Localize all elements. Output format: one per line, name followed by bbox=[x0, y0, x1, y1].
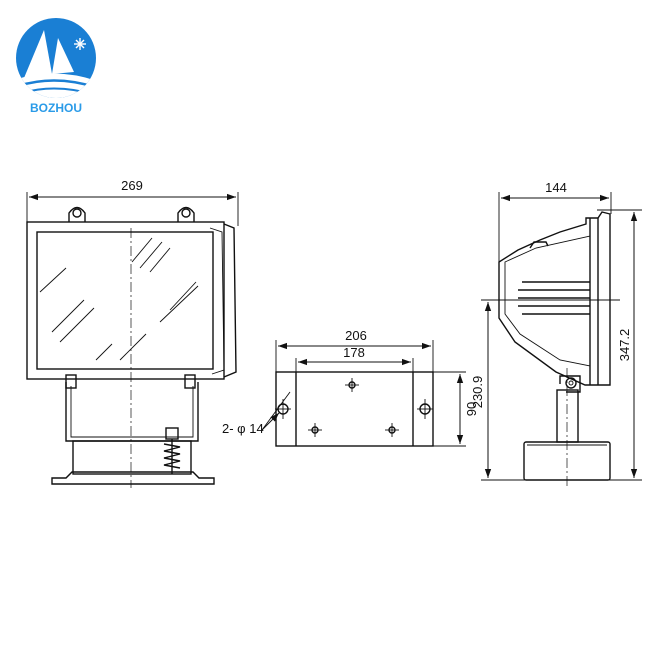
bracket-view: 206 178 90 2- φ 14 bbox=[222, 328, 479, 447]
housing-inner-edge bbox=[209, 227, 225, 375]
pivot-bolt-center bbox=[568, 380, 574, 386]
housing-side-edge bbox=[223, 223, 237, 378]
bracket-height-label: 90 bbox=[464, 402, 479, 416]
hole-callout-label: 2- φ 14 bbox=[222, 421, 264, 436]
base-block bbox=[72, 440, 192, 475]
depth-dimension-label: 144 bbox=[545, 180, 567, 195]
brand-name: BOZHOU bbox=[30, 101, 82, 115]
top-clip bbox=[529, 241, 549, 249]
hole-callout-arrow bbox=[261, 412, 280, 431]
pivot-bolt bbox=[565, 377, 577, 389]
bolt-holes bbox=[308, 378, 399, 437]
pivot-knob-right bbox=[184, 374, 196, 389]
tension-spring bbox=[163, 427, 181, 474]
glass-reflection-hatch bbox=[39, 237, 199, 361]
lamp-body-inner bbox=[504, 235, 591, 367]
hole-centerlines bbox=[275, 399, 433, 419]
pivot-bracket bbox=[559, 375, 581, 393]
inner-spacing-label: 178 bbox=[343, 345, 365, 360]
lamp-body-profile bbox=[498, 211, 611, 386]
mounting-eye-left bbox=[68, 206, 86, 222]
brand-logo: BOZHOU bbox=[16, 18, 96, 115]
stand-post bbox=[556, 389, 579, 443]
mount-height-label: 230.9 bbox=[470, 376, 485, 409]
side-view: 144 230.9 347.2 bbox=[470, 180, 642, 488]
mounting-eye-right bbox=[177, 206, 195, 222]
width-dimension-label: 269 bbox=[121, 178, 143, 193]
sun-icon bbox=[74, 38, 86, 50]
cooling-fins bbox=[518, 281, 590, 315]
housing-outline bbox=[26, 221, 225, 380]
glass-panel bbox=[36, 231, 214, 370]
hole-callout-leader bbox=[261, 391, 291, 431]
front-view: 269 bbox=[26, 178, 239, 488]
outer-spacing-label: 206 bbox=[345, 328, 367, 343]
overall-height-label: 347.2 bbox=[617, 329, 632, 362]
mounting-foot bbox=[51, 471, 215, 485]
u-bracket-inner bbox=[70, 386, 194, 438]
